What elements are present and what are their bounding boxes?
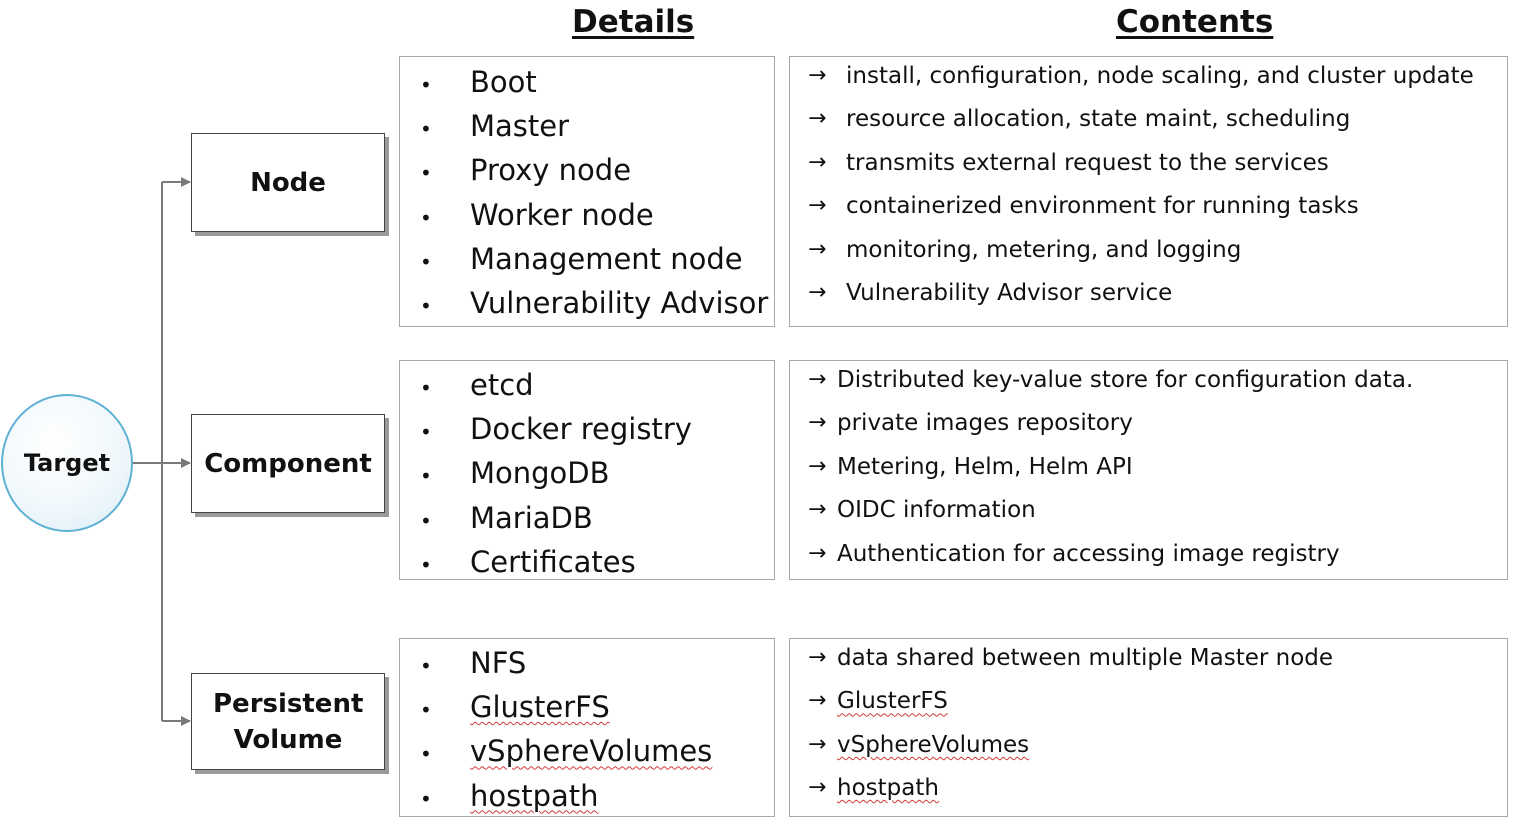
content-item-label: vSphereVolumes: [837, 731, 1030, 758]
bullet-icon: •: [420, 249, 432, 274]
arrow-right-icon: →: [808, 280, 827, 305]
detail-item-label: Worker node: [470, 197, 654, 232]
content-item-label: GlusterFS: [837, 688, 948, 715]
contents-panel-node: → install, configuration, node scaling, a…: [789, 56, 1508, 327]
content-item-label: transmits external request to the servic…: [846, 149, 1329, 176]
content-item-label: Vulnerability Advisor service: [846, 280, 1173, 306]
content-item-label: install, configuration, node scaling, an…: [846, 63, 1474, 89]
arrow-right-icon: →: [808, 106, 827, 132]
arrow-right-icon: →: [808, 540, 827, 566]
content-item-label: containerized environment for running ta…: [846, 193, 1359, 220]
bullet-icon: •: [420, 508, 432, 533]
detail-item-label: etcd: [470, 368, 534, 402]
category-persistent-volume-box: Persistent Volume: [191, 673, 385, 770]
contents-panel-persistent-volume: → data shared between multiple Master nod…: [789, 638, 1508, 817]
detail-item-label: vSphereVolumes: [470, 734, 713, 769]
arrow-right-icon: →: [808, 367, 827, 392]
content-item-label: Authentication for accessing image regis…: [837, 540, 1340, 567]
details-panel-component: • etcd • Docker registry • MongoDB • MariaDB • Ce…: [399, 360, 775, 580]
category-node-label: Node: [250, 167, 326, 198]
detail-item-label: Master: [470, 109, 570, 144]
detail-item-label: Docker registry: [470, 412, 692, 447]
contents-panel-component: → Distributed key-value store for configu…: [789, 360, 1508, 580]
contents-header: Contents: [1116, 4, 1274, 40]
details-header: Details: [572, 4, 695, 40]
bullet-icon: •: [420, 420, 432, 445]
category-node-box: Node: [191, 133, 385, 232]
bullet-icon: •: [420, 161, 432, 186]
content-item-label: private images repository: [837, 410, 1133, 437]
detail-item-label: Management node: [470, 241, 743, 276]
content-item-label: data shared between multiple Master node: [837, 645, 1334, 671]
arrow-right-icon: →: [808, 149, 827, 175]
content-item-label: monitoring, metering, and logging: [846, 236, 1242, 263]
detail-item-label: Boot: [470, 65, 537, 99]
bullet-icon: •: [420, 205, 432, 230]
bullet-icon: •: [420, 376, 432, 400]
arrow-right-icon: →: [808, 453, 827, 479]
bullet-icon: •: [420, 464, 432, 489]
category-component-box: Component: [191, 414, 385, 513]
detail-item-label: Certificates: [470, 544, 636, 579]
arrow-right-icon: →: [808, 731, 827, 757]
arrow-right-icon: →: [808, 410, 827, 436]
arrow-right-icon: →: [808, 688, 827, 714]
bullet-icon: •: [420, 73, 432, 97]
arrow-right-icon: →: [808, 193, 827, 219]
detail-item-label: MariaDB: [470, 500, 593, 535]
detail-item-label: Proxy node: [470, 153, 632, 188]
target-label: Target: [23, 449, 111, 477]
detail-item-label: hostpath: [470, 778, 599, 813]
detail-item-label: GlusterFS: [470, 690, 610, 725]
content-item-label: Metering, Helm, Helm API: [837, 453, 1133, 480]
details-panel-node: • Boot • Master • Proxy node • Worker node • Mana…: [399, 56, 775, 327]
detail-item-label: MongoDB: [470, 456, 610, 491]
arrow-right-icon: →: [808, 645, 827, 670]
arrow-right-icon: →: [808, 497, 827, 523]
arrow-right-icon: →: [808, 63, 827, 88]
category-persistent-volume-label: Persistent Volume: [213, 688, 364, 755]
bullet-icon: •: [420, 117, 432, 142]
detail-item-label: NFS: [470, 646, 527, 680]
bullet-icon: •: [420, 552, 432, 577]
target-node: Target: [1, 394, 133, 532]
content-item-label: resource allocation, state maint, schedu…: [846, 106, 1351, 133]
bullet-icon: •: [420, 654, 432, 678]
bullet-icon: •: [420, 294, 432, 318]
bullet-icon: •: [420, 786, 432, 811]
detail-item-label: Vulnerability Advisor: [470, 286, 769, 320]
content-item-label: OIDC information: [837, 497, 1036, 524]
content-item-label: hostpath: [837, 775, 939, 802]
content-item-label: Distributed key-value store for configur…: [837, 367, 1414, 393]
bullet-icon: •: [420, 742, 432, 767]
arrow-right-icon: →: [808, 236, 827, 262]
arrow-right-icon: →: [808, 775, 827, 801]
category-component-label: Component: [204, 448, 372, 479]
details-panel-persistent-volume: • NFS • GlusterFS • vSphereVolumes • hostpath: [399, 638, 775, 817]
bullet-icon: •: [420, 698, 432, 723]
